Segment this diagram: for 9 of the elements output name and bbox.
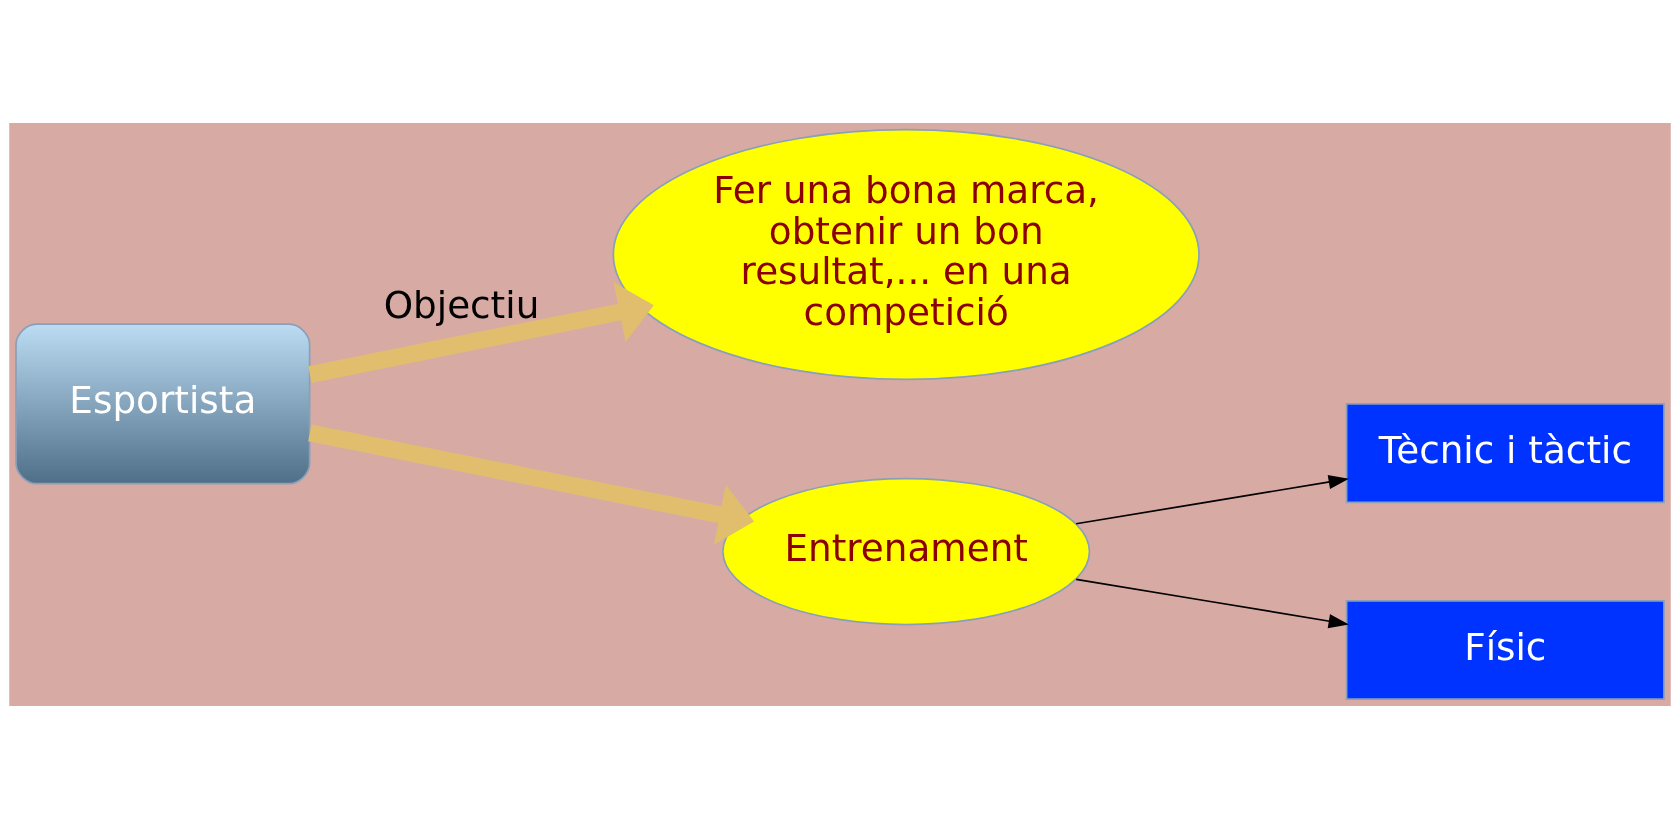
node-box: Tècnic i tàctic (1345, 402, 1665, 503)
arrow (308, 424, 755, 545)
arrow (308, 281, 654, 383)
edge-label: Objectiu (383, 282, 540, 327)
node-box: Esportista (15, 322, 311, 485)
arrow (1075, 578, 1349, 628)
node-box: Físic (1345, 599, 1665, 700)
node-ellipse: Entrenament (722, 477, 1091, 625)
arrow (1075, 474, 1349, 525)
